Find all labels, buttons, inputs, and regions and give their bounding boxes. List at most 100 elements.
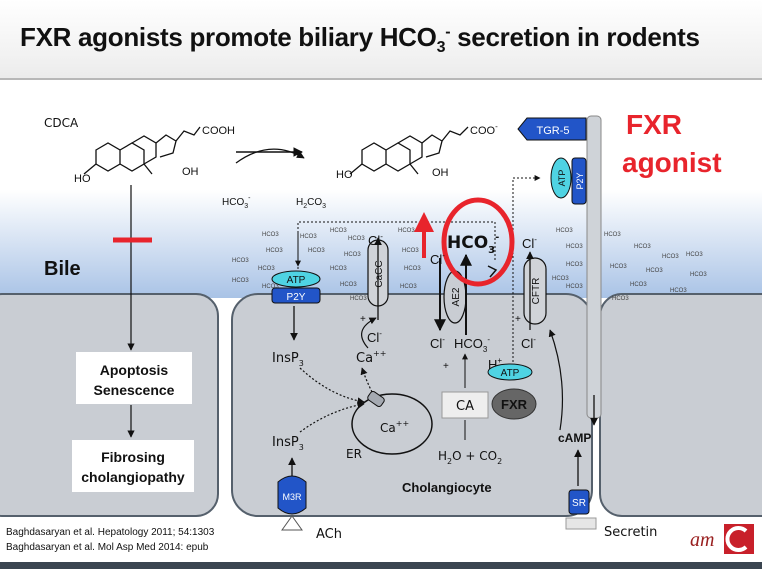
svg-text:CFTR: CFTR bbox=[531, 278, 542, 305]
cdca-structure bbox=[83, 126, 201, 175]
svg-text:ATP: ATP bbox=[287, 275, 306, 286]
ach-label: ACh bbox=[316, 527, 342, 542]
svg-text:+: + bbox=[443, 361, 449, 372]
ach-ligand bbox=[281, 515, 303, 531]
apoptosis-box bbox=[76, 352, 192, 404]
svg-text:FXR: FXR bbox=[501, 397, 528, 412]
carbonic-anhydrase-box bbox=[441, 391, 489, 419]
product-structure bbox=[349, 126, 469, 175]
bicarbonate-mark: HCO3 bbox=[344, 252, 361, 258]
tgr5-receptor-bar bbox=[586, 115, 602, 419]
bicarbonate-mark: HCO3 bbox=[258, 266, 275, 272]
bicarbonate-mark: HCO3 bbox=[232, 278, 249, 284]
atp-apical bbox=[271, 270, 321, 288]
apoptosis-text: Apoptosis bbox=[100, 362, 169, 378]
hco3-highlight-circle bbox=[441, 197, 515, 287]
cl-ae2-bile: Cl- bbox=[430, 251, 445, 267]
oh-left-label: OH bbox=[182, 166, 199, 178]
fxr-nuclear bbox=[491, 388, 537, 420]
bicarbonate-mark: HCO3 bbox=[604, 232, 621, 238]
cholangiocyte-label: Cholangiocyte bbox=[402, 480, 492, 495]
secretin-label: Secretin bbox=[604, 525, 657, 540]
h-plus: H+ bbox=[488, 356, 502, 372]
cl-cacc: Cl- bbox=[368, 232, 383, 248]
bicarbonate-mark: HCO3 bbox=[404, 266, 421, 272]
cdca-label: CDCA bbox=[44, 116, 79, 130]
svg-text:+: + bbox=[360, 314, 366, 325]
hco3-small: HCO3- bbox=[454, 335, 490, 354]
p2y-apical bbox=[271, 287, 321, 304]
ip3-receptor bbox=[367, 390, 385, 408]
hco3-curve bbox=[487, 265, 498, 278]
bicarbonate-mark: HCO3 bbox=[686, 252, 703, 258]
cholangiopathy-text: cholangiopathy bbox=[81, 469, 185, 485]
svg-text:TGR-5: TGR-5 bbox=[537, 125, 570, 137]
camp-label: cAMP bbox=[558, 431, 591, 445]
cooh-label: COOH bbox=[202, 125, 235, 137]
bicarbonate-mark: HCO3 bbox=[330, 228, 347, 234]
oh-right-label: OH bbox=[432, 167, 449, 179]
h2o-co2: H2O + CO2 bbox=[438, 449, 502, 466]
bicarbonate-mark: HCO3 bbox=[612, 296, 629, 302]
bicarbonate-mark: HCO3 bbox=[556, 228, 573, 234]
bicarbonate-mark: HCO3 bbox=[566, 262, 583, 268]
atp-release-path bbox=[512, 175, 541, 370]
bicarbonate-mark: HCO3 bbox=[262, 284, 279, 290]
svg-text:AE2: AE2 bbox=[451, 287, 462, 306]
camp-to-cftr bbox=[548, 329, 564, 431]
er-ca-release bbox=[360, 367, 373, 393]
bicarbonate-mark: HCO3 bbox=[398, 228, 415, 234]
h2co3-label: H2CO3 bbox=[296, 197, 326, 210]
svg-text:P2Y: P2Y bbox=[575, 172, 585, 189]
title-bar: FXR agonists promote biliary HCO3- secre… bbox=[0, 0, 762, 80]
bicarbonate-mark: HCO3 bbox=[300, 234, 317, 240]
cl-cacc-cell: Cl- bbox=[367, 329, 382, 345]
ca-er: Ca++ bbox=[380, 419, 409, 435]
amc-logo-c bbox=[725, 526, 748, 552]
right-cell bbox=[599, 293, 762, 517]
bicarbonate-mark: HCO3 bbox=[402, 248, 419, 254]
coo-label: COO- bbox=[470, 122, 498, 137]
fibrosing-box bbox=[72, 440, 194, 492]
bicarbonate-mark: HCO3 bbox=[662, 254, 679, 260]
insp3-top: InsP3 bbox=[272, 351, 304, 368]
svg-text:ATP: ATP bbox=[501, 368, 520, 379]
ca-cytosol: Ca++ bbox=[356, 349, 386, 366]
bicarbonate-mark: HCO3 bbox=[340, 282, 357, 288]
svg-text:+: + bbox=[515, 314, 521, 325]
bicarbonate-mark: HCO3 bbox=[350, 296, 367, 302]
bicarbonate-mark: HCO3 bbox=[400, 284, 417, 290]
p2y-receptor bbox=[571, 157, 587, 205]
amc-logo-text: am bbox=[690, 529, 714, 551]
hco3-big: HCO3- bbox=[447, 232, 499, 256]
reference-2: Baghdasaryan et al. Mol Asp Med 2014: ep… bbox=[6, 542, 209, 553]
fibrosing-text: Fibrosing bbox=[101, 449, 165, 465]
bicarbonate-mark: HCO3 bbox=[262, 232, 279, 238]
ho-left-label: HO bbox=[74, 173, 91, 185]
bicarbonate-mark: HCO3 bbox=[232, 258, 249, 264]
svg-text:ATP: ATP bbox=[557, 170, 567, 187]
reference-1: Baghdasaryan et al. Hepatology 2011; 54:… bbox=[6, 527, 215, 538]
bicarbonate-mark: HCO3 bbox=[610, 264, 627, 270]
svg-text:P2Y: P2Y bbox=[287, 292, 306, 303]
bicarbonate-mark: HCO3 bbox=[630, 282, 647, 288]
fxr-agonist-label-1: FXR bbox=[626, 109, 682, 140]
bicarbonate-mark: HCO3 bbox=[266, 248, 283, 254]
tgr5-label-arrow bbox=[517, 117, 587, 141]
svg-text:CA: CA bbox=[456, 399, 474, 414]
bicarbonate-mark: HCO3 bbox=[690, 272, 707, 278]
bicarbonate-mark: HCO3 bbox=[566, 284, 583, 290]
bicarbonate-mark: HCO3 bbox=[646, 268, 663, 274]
bicarbonate-mark: HCO3 bbox=[330, 266, 347, 272]
bicarbonate-mark: HCO3 bbox=[634, 244, 651, 250]
fxr-agonist-label-2: agonist bbox=[622, 147, 722, 178]
reaction-curve bbox=[235, 148, 305, 164]
ho-right-label: HO bbox=[336, 169, 353, 181]
secretin-ligand bbox=[565, 517, 597, 530]
atp-receptor bbox=[550, 157, 572, 199]
bicarbonate-mark: HCO3 bbox=[552, 276, 569, 282]
insp3-to-er-2 bbox=[299, 401, 365, 433]
